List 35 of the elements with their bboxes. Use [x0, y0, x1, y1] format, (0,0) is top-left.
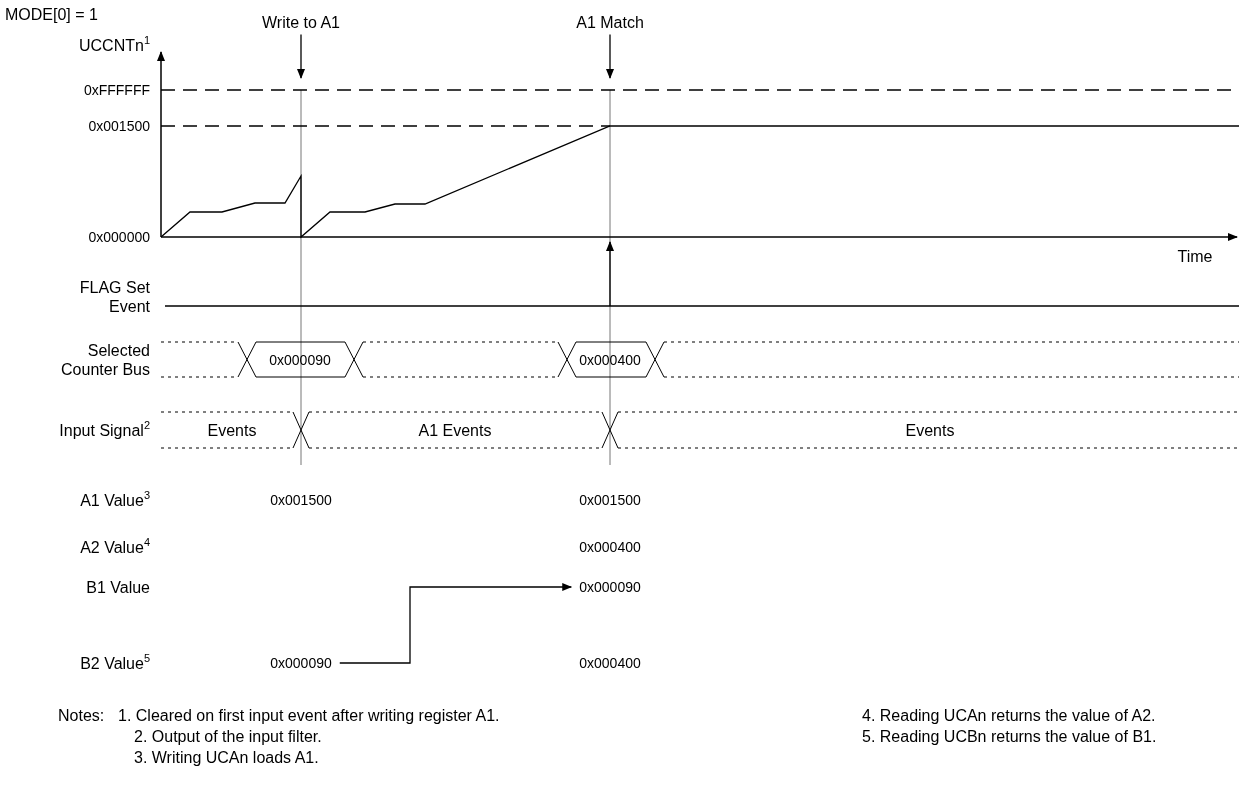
register-value: 0x000400: [579, 653, 641, 673]
register-label: B2 Value$^{5}$: [80, 653, 150, 673]
axis-tick-label: 0xFFFFFF: [83, 80, 150, 100]
notes-heading: Notes:: [58, 705, 105, 725]
footnote: 2. Output of the input filter.: [134, 726, 322, 746]
register-value: 0x001500: [579, 490, 641, 510]
register-label: A1 Value$^{3}$: [80, 490, 150, 510]
footnote: 3. Writing UCAn loads A1.: [134, 747, 319, 767]
register-label: A2 Value$^{4}$: [80, 537, 150, 557]
axis-tick-label: 0x001500: [88, 116, 150, 136]
register-value: 0x001500: [270, 490, 332, 510]
footnote: 1. Cleared on first input event after writing register A1.: [118, 705, 500, 725]
signal-label: Selected Counter Bus: [60, 341, 150, 379]
register-value: 0x000090: [270, 653, 332, 673]
register-label: B1 Value: [86, 577, 150, 597]
arrow: [297, 33, 305, 79]
signal-state-label: A1 Events: [418, 420, 492, 440]
register-value: 0x000090: [579, 577, 641, 597]
event-label: Write to A1: [262, 12, 340, 32]
signal-state-label: Events: [207, 420, 257, 440]
signal-label: Input Signal$^{2}$: [59, 420, 150, 440]
signal-state-label: Events: [905, 420, 955, 440]
bus-value: 0x000090: [269, 350, 331, 370]
arrow: [606, 33, 614, 79]
register-value: 0x000400: [579, 537, 641, 557]
mode-label: MODE[0] = 1: [5, 4, 98, 24]
footnote: 4. Reading UCAn returns the value of A2.: [862, 705, 1156, 725]
event-label: A1 Match: [576, 12, 644, 32]
arrow: [339, 583, 573, 664]
axis-label: UCCNTn$^{1}$: [79, 35, 150, 55]
axis-tick-label: 0x000000: [88, 227, 150, 247]
bus-value: 0x000400: [579, 350, 641, 370]
footnote: 5. Reading UCBn returns the value of B1.: [862, 726, 1157, 746]
signal-label: FLAG Set Event: [78, 278, 150, 316]
axis-label: Time: [1177, 246, 1213, 266]
